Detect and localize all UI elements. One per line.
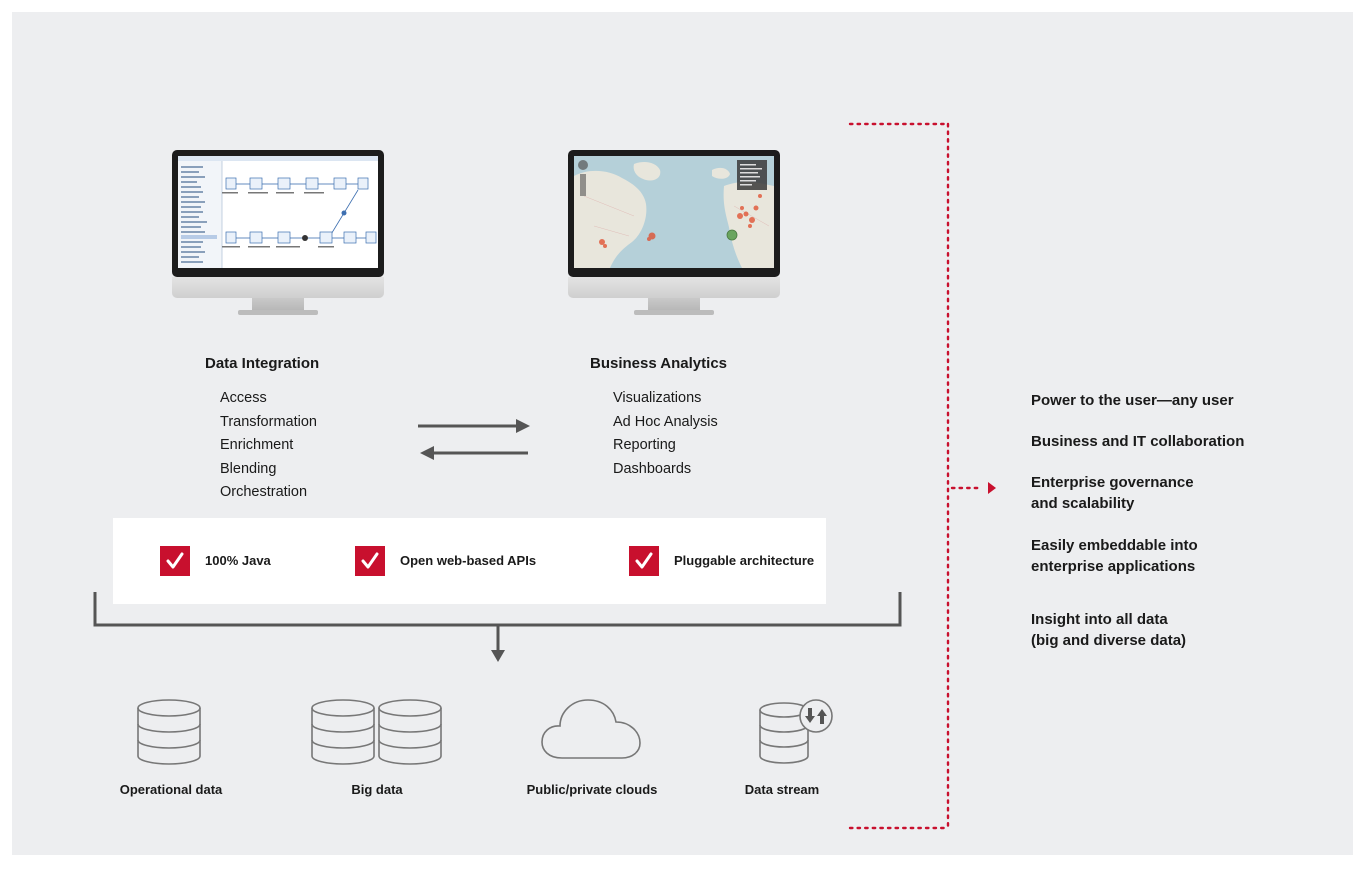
data-integration-monitor [172, 150, 384, 316]
benefit-item: Insight into all data (big and diverse d… [1031, 609, 1186, 651]
benefit-text: Insight into all data [1031, 611, 1168, 628]
monitor-base [238, 310, 318, 315]
benefit-item: Enterprise governance and scalability [1031, 472, 1194, 514]
list-item: Transformation [220, 413, 317, 430]
benefit-text: (big and diverse data) [1031, 632, 1187, 649]
cloud-icon [541, 699, 641, 759]
check-icon [160, 546, 190, 576]
business-analytics-heading: Business Analytics [590, 355, 727, 372]
data-integration-list: Access Transformation Enrichment Blendin… [220, 387, 317, 505]
big-data-icon [311, 699, 442, 765]
benefit-text: Easily embeddable into [1031, 537, 1198, 554]
list-item: Blending [220, 460, 277, 477]
benefit-text: and scalability [1031, 495, 1135, 512]
feature-label: Open web-based APIs [400, 553, 537, 568]
features-bar: 100% Java Open web-based APIs Pluggable … [113, 518, 826, 604]
monitor-chin [568, 277, 780, 298]
data-integration-screenshot [178, 156, 378, 268]
monitor-base [634, 310, 714, 315]
monitor-chin [172, 277, 384, 298]
list-item: Dashboards [613, 460, 692, 477]
database-icon [137, 699, 201, 765]
benefit-text: Enterprise governance [1031, 474, 1194, 491]
benefit-item: Easily embeddable into enterprise applic… [1031, 535, 1198, 577]
source-label: Public/private clouds [526, 782, 658, 797]
benefit-text: Business and IT collaboration [1031, 433, 1245, 450]
list-item: Ad Hoc Analysis [613, 413, 718, 430]
bracket-connector [93, 592, 902, 662]
list-item: Visualizations [613, 390, 702, 406]
diagram-panel: Data Integration Access Transformation E… [12, 12, 1353, 855]
monitor-stand [252, 298, 304, 312]
dotted-arrow [950, 482, 996, 494]
business-analytics-screenshot [574, 156, 774, 268]
list-item: Access [220, 390, 267, 406]
business-analytics-monitor [568, 150, 780, 316]
list-item: Enrichment [220, 437, 294, 453]
source-label: Big data [351, 782, 403, 797]
feature-label: 100% Java [205, 553, 271, 568]
feature-label: Pluggable architecture [674, 553, 815, 568]
benefit-text: Power to the user—any user [1031, 392, 1234, 409]
check-icon [629, 546, 659, 576]
bidirectional-arrows [418, 419, 530, 460]
source-label: Operational data [119, 782, 223, 797]
benefit-text: enterprise applications [1031, 558, 1196, 575]
list-item: Reporting [613, 437, 676, 453]
data-stream-icon [759, 699, 833, 764]
benefit-item: Business and IT collaboration [1031, 431, 1244, 452]
dotted-bracket [848, 122, 950, 830]
data-integration-heading: Data Integration [205, 355, 320, 372]
source-label: Data stream [744, 782, 820, 797]
list-item: Orchestration [220, 484, 308, 500]
benefit-item: Power to the user—any user [1031, 390, 1234, 411]
check-icon [355, 546, 385, 576]
business-analytics-list: Visualizations Ad Hoc Analysis Reporting… [613, 387, 718, 481]
monitor-stand [648, 298, 700, 312]
